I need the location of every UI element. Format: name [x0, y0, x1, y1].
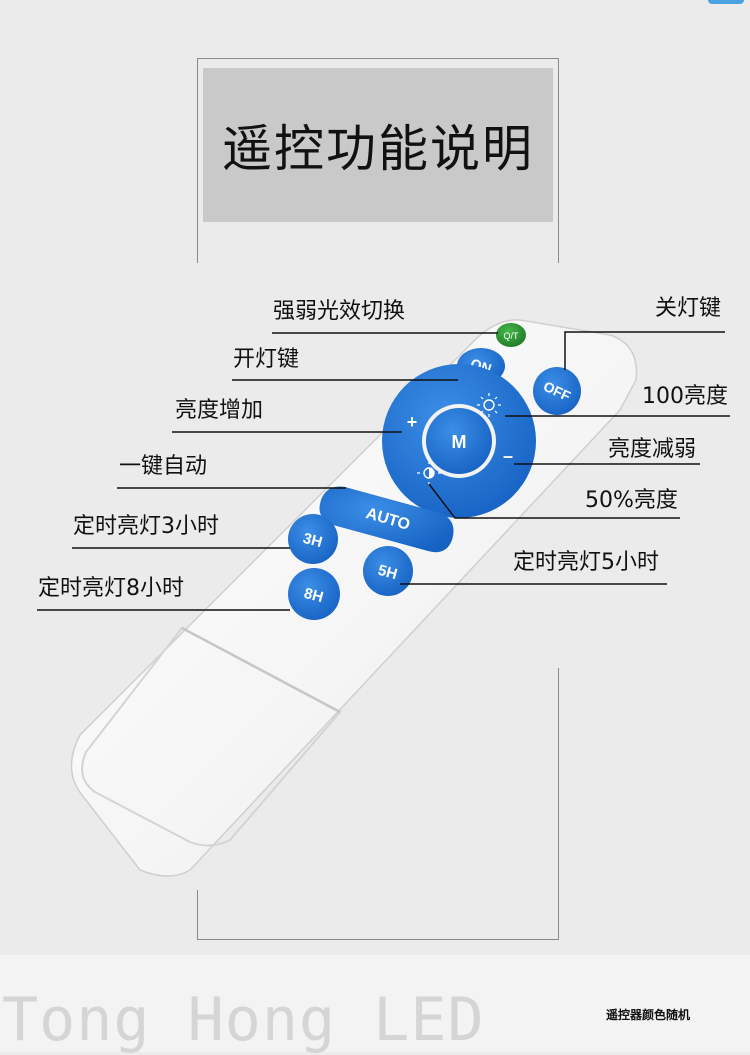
auto-button[interactable]: AUTO: [319, 486, 454, 553]
timer-3h-label: 3H: [301, 530, 324, 551]
label-one-key-auto: 一键自动: [119, 454, 208, 479]
label-light-on-key: 开灯键: [233, 347, 300, 372]
timer-3h-button[interactable]: 3H: [288, 514, 338, 564]
qt-button-label: Q/T: [504, 331, 520, 341]
qt-button[interactable]: Q/T: [496, 323, 526, 347]
frame-line-right-bottom: [558, 668, 559, 940]
timer-5h-button[interactable]: 5H: [363, 546, 413, 596]
footer-bar: [0, 955, 750, 1052]
label-light-off-key: 关灯键: [655, 296, 722, 321]
label-brightness-50: 50%亮度: [585, 488, 678, 513]
label-light-effect-switch: 强弱光效切换: [273, 299, 406, 324]
brand-watermark: Tong Hong LED: [2, 985, 485, 1055]
off-button[interactable]: OFF: [533, 367, 581, 415]
color-random-note: 遥控器颜色随机: [606, 1008, 691, 1022]
brightness-ring[interactable]: + – M: [382, 364, 536, 518]
timer-5h-label: 5H: [376, 562, 399, 583]
title-box: 遥控功能说明: [203, 68, 553, 222]
label-timer-5h: 定时亮灯5小时: [513, 550, 659, 575]
m-button-label: M: [452, 432, 467, 452]
page-title: 遥控功能说明: [222, 120, 534, 178]
plus-button-label: +: [407, 412, 418, 432]
remote-control-illustration: Q/T ON OFF + – M AUTO 3H: [37, 319, 730, 877]
label-timer-8h: 定时亮灯8小时: [38, 576, 184, 601]
frame-line-left-top: [197, 58, 198, 263]
frame-line-right-top: [558, 58, 559, 263]
label-brightness-100: 100亮度: [642, 384, 728, 409]
frame-line-top: [197, 58, 559, 59]
label-brightness-up: 亮度增加: [175, 398, 264, 423]
label-brightness-down: 亮度减弱: [608, 437, 697, 462]
leader-lines: [37, 331, 730, 611]
timer-8h-button[interactable]: 8H: [288, 568, 340, 620]
timer-8h-label: 8H: [302, 585, 325, 606]
frame-line-bottom: [197, 939, 559, 940]
sun-bright-icon: [477, 393, 501, 417]
frame-line-left-bottom: [197, 890, 198, 940]
minus-button-label: –: [503, 446, 513, 466]
sun-dim-icon: [417, 461, 441, 485]
label-timer-3h: 定时亮灯3小时: [73, 514, 219, 539]
corner-accent: [708, 0, 744, 4]
